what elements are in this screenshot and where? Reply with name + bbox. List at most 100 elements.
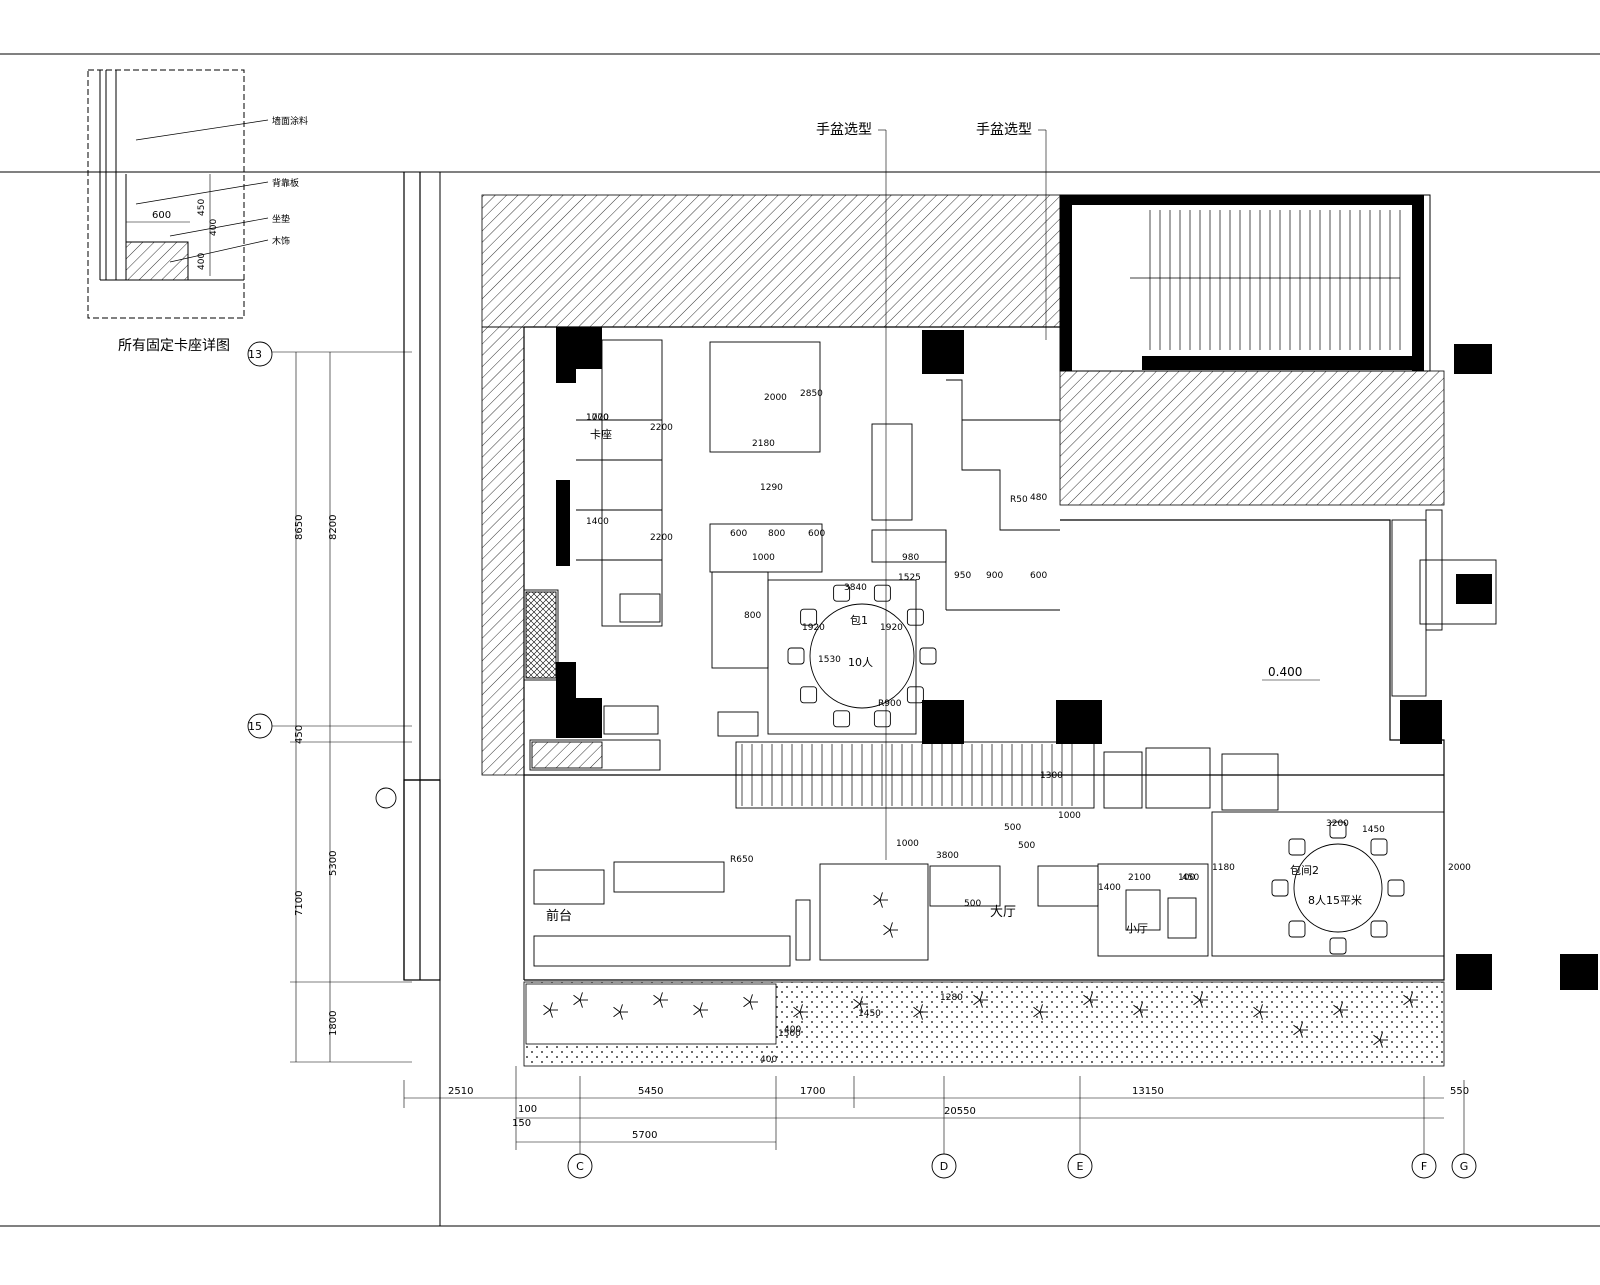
inner-dim-label: 1450 bbox=[1362, 825, 1385, 835]
dim-left: 450 bbox=[294, 725, 305, 744]
chair bbox=[873, 584, 891, 602]
inner-dim-label: 500 bbox=[964, 899, 981, 909]
inner-dim-label: 1770 bbox=[586, 413, 609, 423]
detail-dim: 450 bbox=[197, 199, 207, 216]
inner-dim-label: 1450 bbox=[858, 1009, 881, 1019]
chair bbox=[906, 686, 924, 704]
inner-dim-label: 2200 bbox=[650, 533, 673, 543]
inner-dim-label: 450 bbox=[1182, 873, 1199, 883]
round-tables bbox=[787, 584, 1405, 955]
grid-label: C bbox=[576, 1160, 584, 1173]
inner-dim-label: 1280 bbox=[940, 993, 963, 1003]
inner-dim-label: 1290 bbox=[760, 483, 783, 493]
inner-dim-label: 950 bbox=[954, 571, 971, 581]
detail-dim: 400 bbox=[209, 219, 219, 236]
dim-bottom: 13150 bbox=[1132, 1086, 1164, 1097]
chair bbox=[1370, 920, 1388, 938]
inner-dim-label: 2180 bbox=[752, 439, 775, 449]
chair bbox=[800, 686, 818, 704]
interior-partitions bbox=[523, 339, 1497, 967]
inner-dim-label: 2000 bbox=[1448, 863, 1471, 873]
callout-label: 手盆选型 bbox=[816, 122, 872, 138]
room-label: 8人 bbox=[1308, 894, 1326, 907]
plant-symbol bbox=[873, 892, 888, 908]
inner-dim-label: 500 bbox=[1018, 841, 1035, 851]
inner-dim-label: 400 bbox=[760, 1055, 777, 1065]
room-label: 大厅 bbox=[990, 905, 1016, 920]
inner-dim-label: 2000 bbox=[764, 393, 787, 403]
inner-dim-label: 1525 bbox=[898, 573, 921, 583]
inner-dim-label: 2100 bbox=[1128, 873, 1151, 883]
inner-dim-label: 400 bbox=[784, 1025, 801, 1035]
inner-dim-label: 1000 bbox=[896, 839, 919, 849]
inner-dim-label: 1920 bbox=[880, 623, 903, 633]
chair bbox=[1387, 879, 1405, 897]
dim-left: 5300 bbox=[328, 851, 339, 876]
dim-left: 8650 bbox=[294, 515, 305, 540]
inner-dim-label: 1180 bbox=[1212, 863, 1235, 873]
dim-left: 8200 bbox=[328, 515, 339, 540]
chair bbox=[833, 584, 851, 602]
chair bbox=[833, 710, 851, 728]
inner-dim-label: R900 bbox=[878, 699, 902, 709]
chair bbox=[1271, 879, 1289, 897]
plant-symbol bbox=[1253, 1004, 1268, 1020]
inner-dim-label: 1000 bbox=[586, 413, 609, 423]
inner-dim-label: 1530 bbox=[818, 655, 841, 665]
stairwell bbox=[1059, 194, 1431, 372]
plant-symbol bbox=[743, 994, 758, 1010]
dim-bottom: 100 bbox=[518, 1104, 537, 1115]
dim-bottom: 5700 bbox=[632, 1130, 657, 1141]
dim-bottom: 150 bbox=[512, 1118, 531, 1129]
inner-dim-label: 100 bbox=[1178, 873, 1195, 883]
dim-bottom: 2510 bbox=[448, 1086, 473, 1097]
drawing-text: 所有固定卡座详图 墙面涂料 背靠板 坐垫 木饰 600 450 400 400 … bbox=[118, 115, 1469, 1173]
room-label: 10人 bbox=[848, 656, 873, 669]
plant-symbol bbox=[973, 992, 988, 1008]
plant-symbol bbox=[573, 992, 588, 1008]
chair bbox=[1370, 838, 1388, 856]
detail-label: 墙面涂料 bbox=[272, 115, 308, 127]
inner-dim-label: 3800 bbox=[936, 851, 959, 861]
chair bbox=[906, 608, 924, 626]
plant-symbol bbox=[853, 996, 868, 1012]
inner-dim-label: 3840 bbox=[844, 583, 867, 593]
interior-stairs bbox=[741, 744, 1073, 806]
grid-label: 15 bbox=[248, 720, 262, 733]
room-label: 小厅 bbox=[1126, 922, 1148, 935]
inner-dim-label: 600 bbox=[730, 529, 747, 539]
inner-dim-label: 2200 bbox=[650, 423, 673, 433]
dim-bottom: 20550 bbox=[944, 1106, 976, 1117]
dim-left: 1800 bbox=[328, 1011, 339, 1036]
grid-label: 13 bbox=[248, 348, 262, 361]
detail-caption: 所有固定卡座详图 bbox=[118, 338, 230, 354]
grid-label: G bbox=[1460, 1160, 1469, 1173]
inner-dim-label: R50 bbox=[1010, 495, 1028, 505]
inner-dim-label: 800 bbox=[744, 611, 761, 621]
dim-left: 7100 bbox=[294, 891, 305, 916]
inner-dim-label: 480 bbox=[1030, 493, 1047, 503]
plant-symbol bbox=[653, 992, 668, 1008]
inner-dim-label: 600 bbox=[1030, 571, 1047, 581]
inner-dim-label: 1000 bbox=[1058, 811, 1081, 821]
plant-symbol bbox=[1133, 1002, 1148, 1018]
hatched-zones bbox=[481, 194, 1445, 776]
plant-symbol bbox=[913, 1004, 928, 1020]
inner-dim-label: 500 bbox=[1004, 823, 1021, 833]
plant-symbol bbox=[1033, 1004, 1048, 1020]
plant-symbol bbox=[543, 1002, 558, 1018]
inner-dim-label: R650 bbox=[730, 855, 754, 865]
room-label: 卡座 bbox=[590, 427, 612, 441]
plant-symbol bbox=[1083, 992, 1098, 1008]
chair bbox=[787, 647, 805, 665]
chair bbox=[1288, 838, 1306, 856]
inner-dim-label: 600 bbox=[808, 529, 825, 539]
landscape-strip bbox=[523, 892, 1445, 1067]
detail-dim: 600 bbox=[152, 210, 171, 221]
dimension-lines bbox=[250, 129, 1465, 1156]
inner-dim-label: 1000 bbox=[752, 553, 775, 563]
inner-dim-label: 1500 bbox=[778, 1029, 801, 1039]
chair bbox=[1329, 937, 1347, 955]
